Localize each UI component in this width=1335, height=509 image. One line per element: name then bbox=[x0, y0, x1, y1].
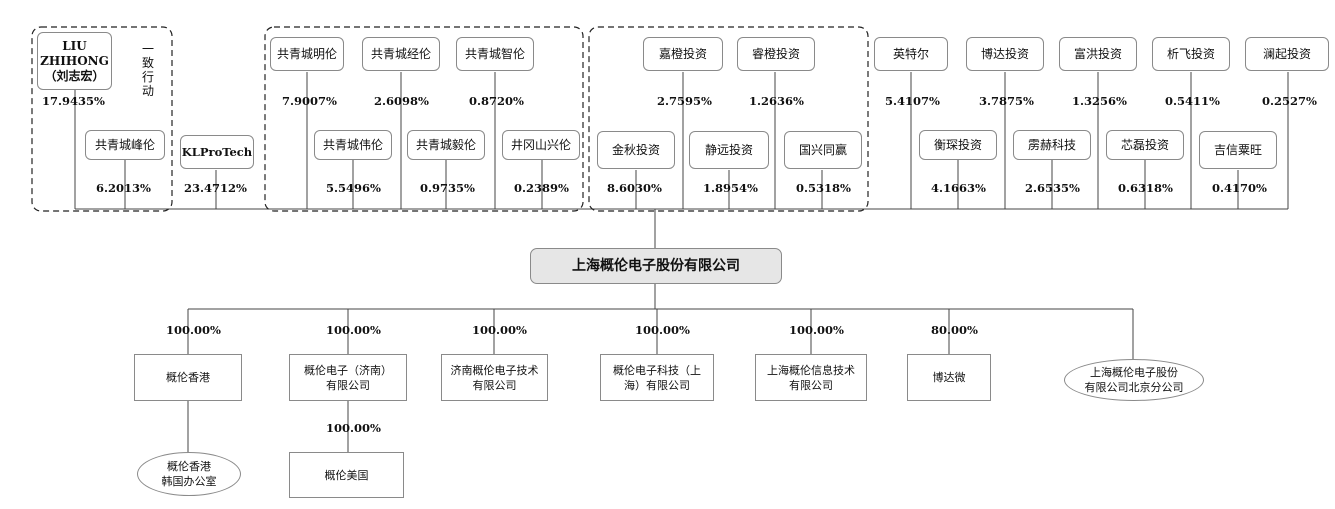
subsidiary-bodawei: 博达微 bbox=[907, 354, 991, 401]
pct-jinqiu-investment: 8.6030% bbox=[607, 181, 662, 195]
pct-xinlei-investment: 0.6318% bbox=[1118, 181, 1173, 195]
office-korea: 概伦香港 韩国办公室 bbox=[137, 452, 241, 496]
subsidiary-jinan-primarius-tech: 济南概伦电子技术 有限公司 bbox=[441, 354, 548, 401]
shareholder-liu-zhihong: LIU ZHIHONG （刘志宏） bbox=[37, 32, 112, 90]
shareholder-gongqingcheng-weilun: 共青城伟伦 bbox=[314, 130, 392, 160]
pct-gongqingcheng-weilun: 5.5496% bbox=[326, 181, 381, 195]
pct-sub-jinan-tech: 100.00% bbox=[472, 323, 527, 337]
branch-beijing: 上海概伦电子股份 有限公司北京分公司 bbox=[1064, 359, 1204, 401]
pct-gongqingcheng-fenglun: 6.2013% bbox=[96, 181, 151, 195]
pct-jingyuan-investment: 1.8954% bbox=[703, 181, 758, 195]
shareholder-gongqingcheng-zhilun: 共青城智伦 bbox=[456, 37, 534, 71]
pct-jixin-suwang: 0.4170% bbox=[1212, 181, 1267, 195]
pct-gongqingcheng-zhilun: 0.8720% bbox=[469, 94, 524, 108]
pct-sub-jinan: 100.00% bbox=[326, 323, 381, 337]
concert-party-label: 一致行动 bbox=[141, 42, 154, 98]
pct-jiacheng-investment: 2.7595% bbox=[657, 94, 712, 108]
shareholder-lanqi-investment: 澜起投资 bbox=[1245, 37, 1329, 71]
pct-klprotech: 23.4712% bbox=[184, 181, 247, 195]
shareholder-jinqiu-investment: 金秋投资 bbox=[597, 131, 675, 169]
shareholder-xifei-investment: 析飞投资 bbox=[1152, 37, 1230, 71]
pct-ruicheng-investment: 1.2636% bbox=[749, 94, 804, 108]
pct-lanqi-investment: 0.2527% bbox=[1262, 94, 1317, 108]
shareholder-jiacheng-investment: 嘉橙投资 bbox=[643, 37, 723, 71]
pct-sub-shanghai-tech: 100.00% bbox=[635, 323, 690, 337]
pct-sub-bodawei: 80.00% bbox=[931, 323, 978, 337]
shareholder-ruicheng-investment: 睿橙投资 bbox=[737, 37, 815, 71]
shareholder-jingyuan-investment: 静远投资 bbox=[689, 131, 769, 169]
shareholder-jinggangshan-xinglun: 井冈山兴伦 bbox=[502, 130, 580, 160]
subsidiary-primarius-jinan: 概伦电子（济南） 有限公司 bbox=[289, 354, 407, 401]
pct-panhe-technology: 2.6535% bbox=[1025, 181, 1080, 195]
shareholder-gongqingcheng-minglun: 共青城明伦 bbox=[270, 37, 344, 71]
shareholder-fuhong-investment: 富洪投资 bbox=[1059, 37, 1137, 71]
pct-sub-hk: 100.00% bbox=[166, 323, 221, 337]
shareholder-boda-investment: 博达投资 bbox=[966, 37, 1044, 71]
subsidiary-primarius-hk: 概伦香港 bbox=[134, 354, 242, 401]
shareholder-gongqingcheng-yilun: 共青城毅伦 bbox=[407, 130, 485, 160]
subsidiary-primarius-tech-shanghai: 概伦电子科技（上 海）有限公司 bbox=[600, 354, 714, 401]
shareholder-gongqingcheng-jinglun: 共青城经伦 bbox=[362, 37, 440, 71]
shareholder-gongqingcheng-fenglun: 共青城峰伦 bbox=[85, 130, 165, 160]
shareholder-klprotech: KLProTech bbox=[180, 135, 254, 169]
pct-sub-usa: 100.00% bbox=[326, 421, 381, 435]
pct-guoxing-tongying: 0.5318% bbox=[796, 181, 851, 195]
pct-hengcai-investment: 4.1663% bbox=[931, 181, 986, 195]
pct-fuhong-investment: 1.3256% bbox=[1072, 94, 1127, 108]
pct-intel: 5.4107% bbox=[885, 94, 940, 108]
pct-jinggangshan-xinglun: 0.2389% bbox=[514, 181, 569, 195]
shareholder-intel: 英特尔 bbox=[874, 37, 948, 71]
pct-boda-investment: 3.7875% bbox=[979, 94, 1034, 108]
pct-xifei-investment: 0.5411% bbox=[1165, 94, 1220, 108]
shareholder-jixin-suwang: 吉信粟旺 bbox=[1199, 131, 1277, 169]
pct-gongqingcheng-yilun: 0.9735% bbox=[420, 181, 475, 195]
company-primarius: 上海概伦电子股份有限公司 bbox=[530, 248, 782, 284]
pct-liu-zhihong: 17.9435% bbox=[42, 94, 105, 108]
shareholder-guoxing-tongying: 国兴同赢 bbox=[784, 131, 862, 169]
subsidiary-primarius-usa: 概伦美国 bbox=[289, 452, 404, 498]
pct-sub-shanghai-info: 100.00% bbox=[789, 323, 844, 337]
shareholder-xinlei-investment: 芯磊投资 bbox=[1106, 130, 1184, 160]
pct-gongqingcheng-jinglun: 2.6098% bbox=[374, 94, 429, 108]
shareholder-panhe-technology: 雳赫科技 bbox=[1013, 130, 1091, 160]
pct-gongqingcheng-minglun: 7.9007% bbox=[282, 94, 337, 108]
shareholder-hengcai-investment: 衡琛投资 bbox=[919, 130, 997, 160]
subsidiary-shanghai-primarius-info: 上海概伦信息技术 有限公司 bbox=[755, 354, 867, 401]
